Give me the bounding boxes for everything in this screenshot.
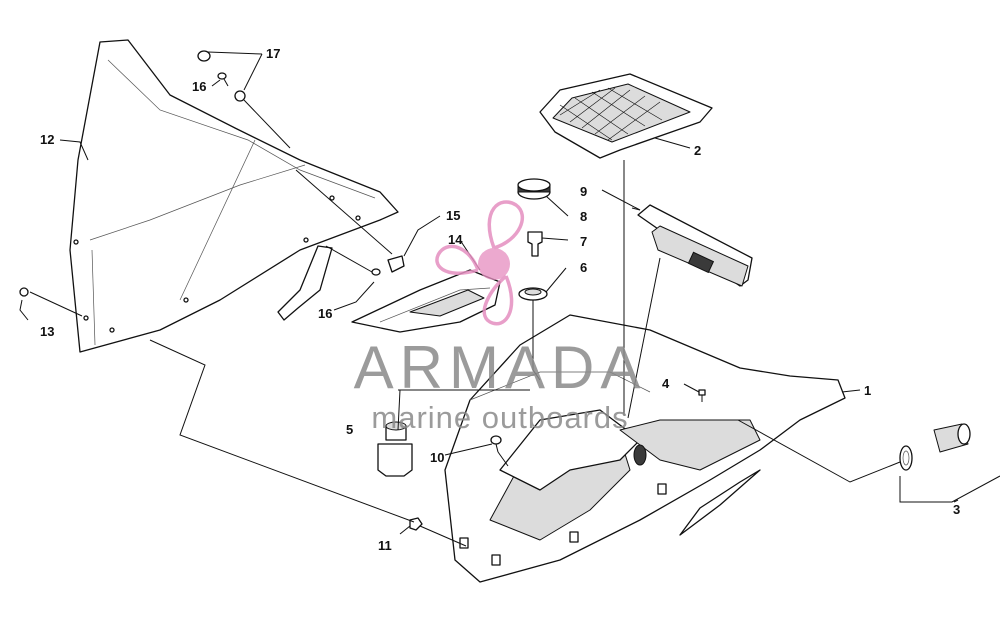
callout-10: 10	[430, 450, 444, 465]
callout-17: 17	[266, 46, 280, 61]
callout-16b: 16	[318, 306, 332, 321]
callout-12: 12	[40, 132, 54, 147]
callout-9: 9	[580, 184, 587, 199]
grommet-part-17	[197, 50, 246, 102]
propeller-logo-icon	[435, 200, 525, 326]
watermark-tagline: marine outboards	[371, 400, 628, 435]
callout-3: 3	[953, 502, 960, 517]
callout-6: 6	[580, 260, 587, 275]
headlight-cover-part	[351, 269, 501, 333]
power-outlet-part	[899, 423, 971, 471]
callout-2: 2	[694, 143, 701, 158]
bolt-part-10	[490, 435, 502, 453]
callout-7: 7	[580, 234, 587, 249]
key-cap-part	[517, 178, 551, 200]
watermark-brand: ARMADA	[354, 334, 647, 401]
callout-15: 15	[446, 208, 460, 223]
bolt-part-16a	[217, 72, 229, 87]
nut-part-11	[409, 517, 423, 531]
callout-labels: 1 2 3 4 5 6 7 8 9 10 11 12 13 14 15 16 1…	[40, 46, 960, 553]
windshield-bracket	[277, 245, 333, 321]
grommet-part-15	[387, 255, 405, 273]
windshield-part	[69, 39, 399, 353]
callout-14: 14	[448, 232, 463, 247]
bolt-part-16b	[371, 268, 381, 276]
callout-8: 8	[580, 209, 587, 224]
key-grommet-part	[518, 287, 548, 301]
bolt-part-4	[698, 389, 706, 402]
nut-part-13	[19, 287, 29, 297]
callout-4: 4	[662, 376, 670, 391]
leader-lines	[19, 51, 1000, 547]
hood-part	[444, 314, 846, 583]
callout-16a: 16	[192, 79, 206, 94]
key-part	[527, 231, 543, 257]
callout-11: 11	[378, 538, 392, 553]
storage-net-part	[539, 73, 713, 159]
switch-part	[377, 421, 413, 477]
callout-1: 1	[864, 383, 871, 398]
callout-13: 13	[40, 324, 54, 339]
callout-5: 5	[346, 422, 353, 437]
watermark: ARMADA marine outboards	[354, 200, 647, 435]
control-module-part	[637, 204, 753, 287]
